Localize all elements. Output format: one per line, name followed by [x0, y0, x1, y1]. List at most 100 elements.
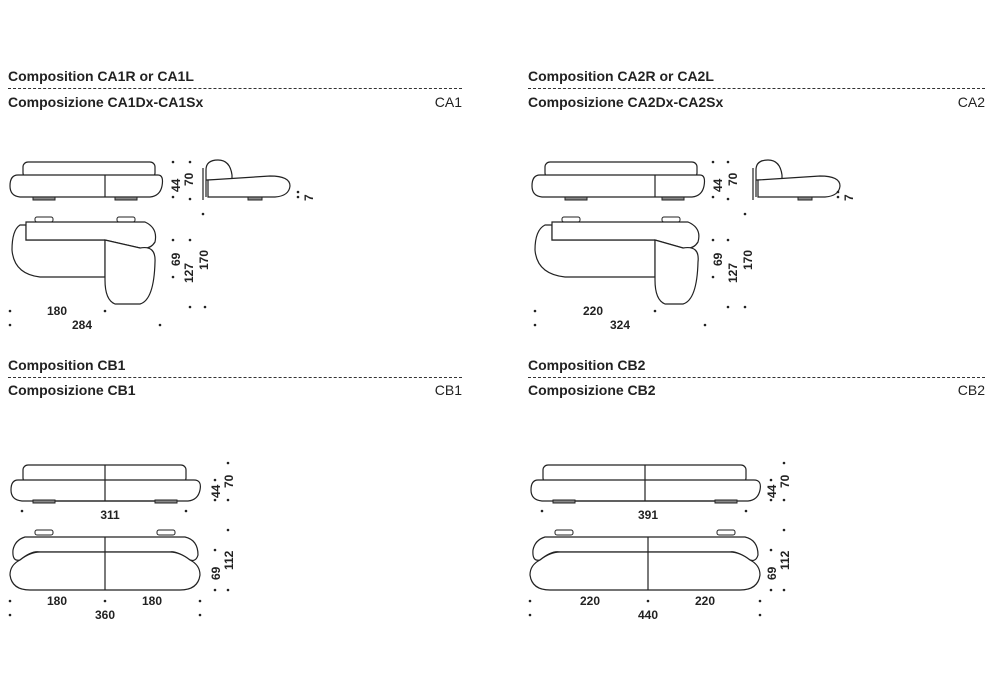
ca2-front-view: [531, 161, 706, 201]
cb2-title-it: Composizione CB2: [528, 382, 656, 398]
dimension-dot: [171, 160, 175, 164]
dimension-dot: [769, 588, 773, 592]
cb1-plan-view: [9, 529, 201, 591]
dimension-dot: [171, 238, 175, 242]
dimension-dot: [726, 305, 730, 309]
dimension-dot: [711, 238, 715, 242]
cb1-dimensions: 44 70 311 69 112 180 180 360: [47, 474, 236, 622]
dimension-dot: [171, 195, 175, 199]
cb2-seat-depth: 69: [765, 566, 779, 580]
dimension-dot: [103, 599, 107, 603]
dimension-dot: [201, 212, 205, 216]
ca1-divider: [8, 88, 462, 89]
dimension-markers: [8, 160, 840, 617]
ca1-seat-depth: 69: [169, 252, 183, 266]
ca2-foot-height: 7: [842, 194, 856, 201]
cb2-front-view: [530, 464, 761, 504]
dimension-dot: [769, 478, 773, 482]
dimension-dot: [184, 509, 188, 513]
cb2-module-width-right: 220: [695, 594, 715, 608]
cb2-title-en: Composition CB2: [528, 357, 646, 373]
dimension-dot: [158, 323, 162, 327]
dimension-dot: [782, 588, 786, 592]
dimension-dot: [782, 498, 786, 502]
cb2-module-width-left: 220: [580, 594, 600, 608]
dimension-dot: [188, 238, 192, 242]
dimension-dot: [213, 498, 217, 502]
dimension-dot: [226, 498, 230, 502]
dimension-dot: [188, 197, 192, 201]
cb2-dimensions: 44 70 391 69 112 220 220 440: [580, 474, 792, 622]
dimension-dot: [711, 160, 715, 164]
ca1-side-view: [202, 159, 291, 201]
dimension-dot: [171, 275, 175, 279]
ca2-side-view: [752, 159, 841, 201]
dimension-dot: [836, 190, 840, 194]
cb1-seat-depth: 69: [209, 566, 223, 580]
dimension-dot: [646, 599, 650, 603]
dimension-dot: [758, 613, 762, 617]
dimension-dot: [103, 309, 107, 313]
dimension-dot: [769, 548, 773, 552]
cb1-depth: 112: [222, 550, 236, 570]
dimension-dot: [726, 238, 730, 242]
dimension-dot: [533, 323, 537, 327]
ca1-depth: 127: [182, 263, 196, 283]
dimension-dot: [296, 190, 300, 194]
ca2-dimensions: 44 70 7 69 127 170 220 324: [583, 172, 856, 332]
cb1-front-view: [10, 464, 201, 504]
dimension-dot: [198, 599, 202, 603]
cb1-module-width-right: 180: [142, 594, 162, 608]
dimension-dot: [188, 305, 192, 309]
cb1-seat-height: 44: [209, 484, 223, 498]
dimension-dot: [8, 323, 12, 327]
dimension-dot: [8, 309, 12, 313]
ca2-title-en: Composition CA2R or CA2L: [528, 68, 714, 84]
cb1-back-width: 311: [100, 508, 120, 522]
cb1-title-en: Composition CB1: [8, 357, 126, 373]
dimension-dot: [726, 197, 730, 201]
cb2-total-width: 440: [638, 608, 658, 622]
cb1-code: CB1: [434, 382, 462, 398]
dimension-dot: [836, 195, 840, 199]
ca1-total-height: 70: [182, 172, 196, 186]
dimension-dot: [533, 309, 537, 313]
cb2-total-height: 70: [778, 474, 792, 488]
ca2-seat-height: 44: [711, 178, 725, 192]
dimension-dot: [743, 212, 747, 216]
ca1-title-en: Composition CA1R or CA1L: [8, 68, 194, 84]
dimension-dot: [8, 613, 12, 617]
ca2-total-height: 70: [726, 172, 740, 186]
dimension-dot: [528, 613, 532, 617]
ca1-seat-height: 44: [169, 178, 183, 192]
ca2-plan-view: [534, 216, 700, 305]
dimension-dot: [744, 509, 748, 513]
ca1-module-width: 180: [47, 304, 67, 318]
dimension-dot: [20, 509, 24, 513]
dimension-dot: [540, 509, 544, 513]
dimension-dot: [528, 599, 532, 603]
dimension-dot: [782, 461, 786, 465]
ca2-depth: 127: [726, 263, 740, 283]
dimension-dot: [726, 160, 730, 164]
dimension-dot: [188, 160, 192, 164]
dimension-dot: [743, 305, 747, 309]
dimension-dot: [782, 528, 786, 532]
cb2-plan-view: [529, 529, 761, 591]
cb1-divider: [8, 377, 462, 378]
ca2-code: CA2: [957, 94, 985, 110]
ca2-seat-depth: 69: [711, 252, 725, 266]
ca2-divider: [528, 88, 985, 89]
ca1-total-width: 284: [72, 318, 92, 332]
cb2-depth: 112: [778, 550, 792, 570]
ca2-module-width: 220: [583, 304, 603, 318]
dimension-dot: [653, 309, 657, 313]
ca1-title-it: Composizione CA1Dx-CA1Sx: [8, 94, 204, 110]
ca1-dimensions: 44 70 7 69 127 170 180 284: [47, 172, 316, 332]
dimension-dot: [226, 461, 230, 465]
cb1-module-width-left: 180: [47, 594, 67, 608]
dimension-dot: [213, 478, 217, 482]
dimension-dot: [703, 323, 707, 327]
dimension-dot: [198, 613, 202, 617]
